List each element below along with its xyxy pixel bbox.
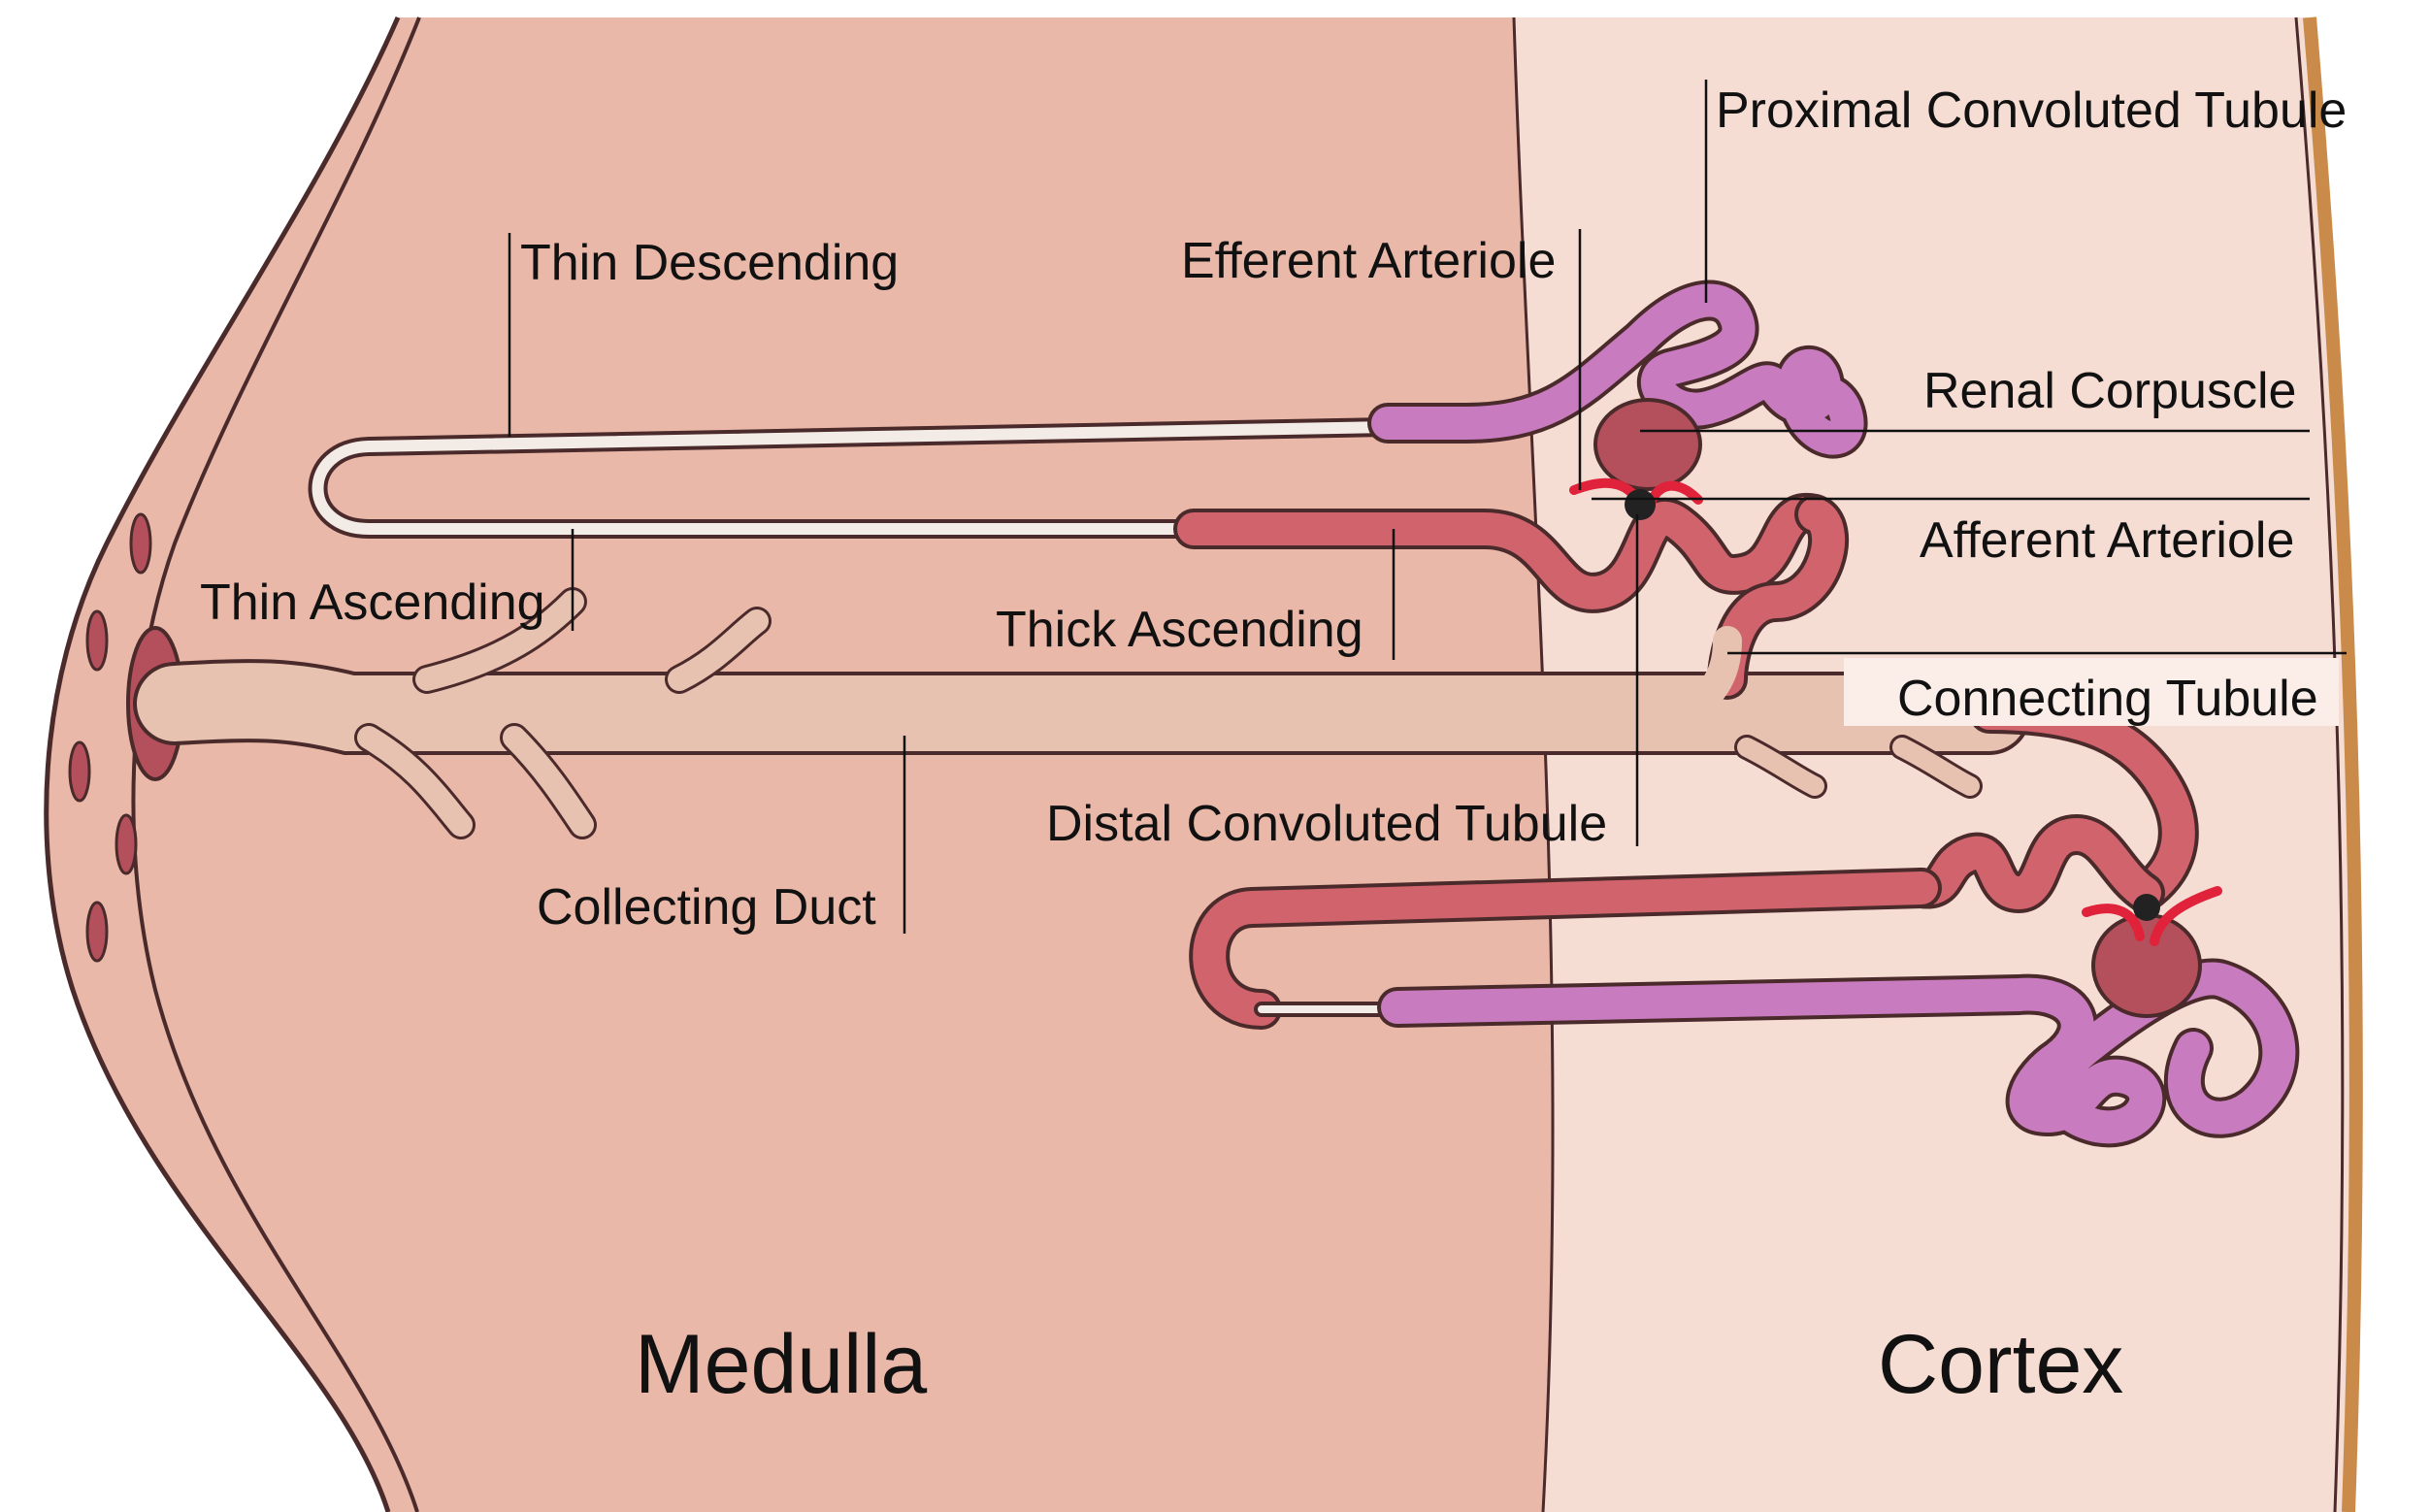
juxtaglomerular-spot [1625,489,1656,520]
label-thick-ascending: Thick Ascending [996,602,1363,658]
label-cortex: Cortex [1878,1318,2123,1411]
label-afferent-arteriole: Afferent Arteriole [1920,512,2294,569]
duct-opening [87,903,107,961]
duct-opening [131,514,150,573]
juxtaglomerular-spot-lower [2133,894,2160,921]
label-thin-descending: Thin Descending [520,235,899,291]
label-medulla: Medulla [635,1318,927,1411]
label-efferent-arteriole: Efferent Arteriole [1181,233,1556,289]
renal-corpuscle-upper [1595,400,1700,489]
label-proximal-convoluted-tubule: Proximal Convoluted Tubule [1716,82,2347,139]
label-thin-ascending: Thin Ascending [200,575,545,631]
label-collecting-duct: Collecting Duct [537,879,876,936]
label-connecting-tubule: Connecting Tubule [1897,671,2318,727]
label-distal-convoluted-tubule: Distal Convoluted Tubule [1046,796,1607,852]
duct-opening [70,742,89,801]
label-renal-corpuscle: Renal Corpuscle [1923,363,2296,419]
duct-opening [116,815,136,873]
renal-corpuscle-lower [2093,915,2200,1016]
duct-opening [87,611,107,670]
